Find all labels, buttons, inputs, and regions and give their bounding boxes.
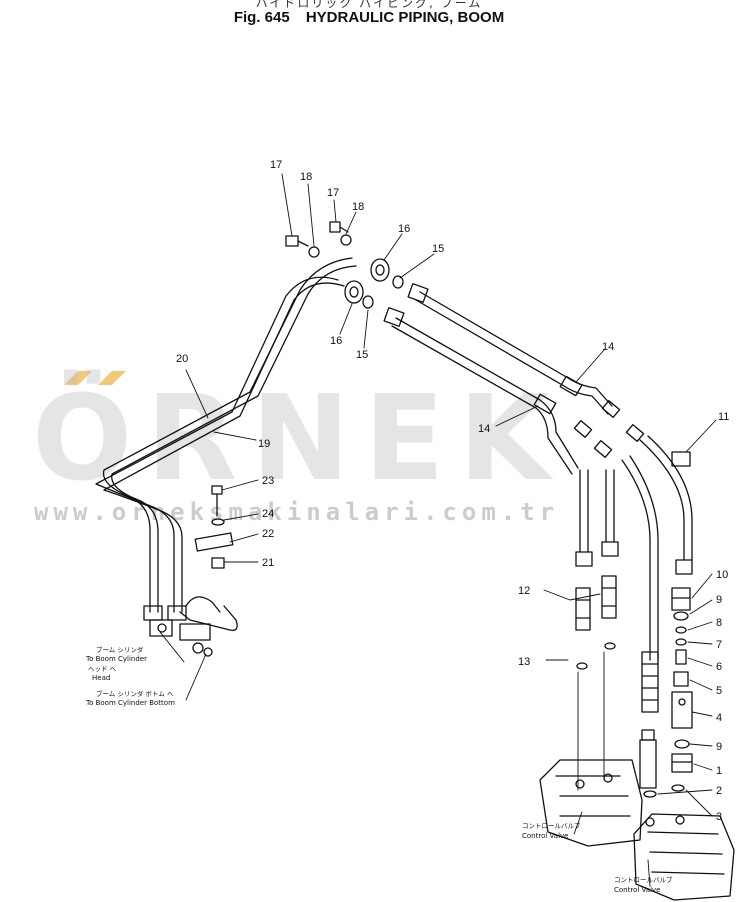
fitting-upper-a	[601, 400, 621, 418]
callout-14a: 14	[602, 341, 614, 353]
flange-16-upper	[370, 258, 390, 282]
fitting-upper-c	[593, 440, 613, 458]
callout-17a: 17	[270, 159, 282, 171]
callout-17b: 17	[327, 187, 339, 199]
flange-block-lower	[383, 307, 405, 327]
figure-number: Fig. 645	[233, 9, 290, 26]
title-japanese: ハイドロリック パイピング, ブーム	[255, 0, 483, 10]
clamp-22	[194, 532, 234, 552]
callout-9b: 9	[716, 741, 722, 753]
control-valve-lower	[633, 813, 735, 901]
label-boom-head-jp: ブーム シリンダ	[96, 645, 144, 654]
callout-15b: 15	[356, 349, 368, 361]
watermark-accent-icon	[64, 371, 126, 385]
o-ring-15-upper	[392, 275, 404, 289]
label-boom-bottom-jp: ブーム シリンダ ボトム へ	[96, 689, 174, 698]
part-3-o-ring	[671, 784, 685, 792]
callout-21: 21	[262, 557, 274, 569]
label-head-en: Head	[92, 674, 110, 682]
hose-end-mid	[601, 541, 619, 557]
watermark-brand: ÖRNEK	[32, 369, 564, 507]
label-control-valve-2-en: Control Valve	[614, 886, 660, 894]
fitting-14-upper	[559, 375, 583, 397]
label-control-valve-1-en: Control Valve	[522, 832, 568, 840]
label-control-valve-2-jp: コントロールバルブ	[614, 875, 673, 884]
part-6-spring	[675, 649, 687, 665]
callout-1: 1	[716, 765, 722, 777]
fitting-upper-b	[573, 420, 593, 438]
o-ring-13-right	[604, 642, 616, 650]
callout-15a: 15	[432, 243, 444, 255]
callout-5: 5	[716, 685, 722, 697]
fitting-upper-d	[625, 424, 645, 442]
callout-numbers: 17 18 17 18 16 15 16 15 20 19 14 14 11 2…	[176, 159, 729, 823]
label-head-jp: ヘッド へ	[88, 665, 117, 673]
adapter-12-right	[601, 575, 617, 619]
bolt-17-right	[329, 221, 349, 233]
callout-9a: 9	[716, 594, 722, 606]
fitting-14-lower	[533, 393, 557, 415]
bolt-17-left	[285, 235, 309, 247]
hose-clamp-11	[671, 451, 691, 467]
figure-title: Fig. 645 HYDRAULIC PIPING, BOOM	[0, 9, 738, 26]
label-boom-head-en: To Boom Cylinder	[85, 655, 147, 663]
callout-7: 7	[716, 639, 722, 651]
text-labels: ブーム シリンダ To Boom Cylinder ヘッド へ Head ブーム…	[85, 645, 673, 894]
callout-22: 22	[262, 528, 274, 540]
o-ring-15-lower	[362, 295, 374, 309]
vertical-pipes	[579, 435, 693, 661]
part-9-o-ring-lower	[674, 739, 690, 749]
callout-18b: 18	[352, 201, 364, 213]
boom-cylinder-fittings	[143, 596, 238, 657]
nut-21	[211, 557, 225, 569]
callout-19: 19	[258, 438, 270, 450]
watermark-url: www.orneksmakinalari.com.tr	[34, 498, 560, 526]
callout-16b: 16	[330, 335, 342, 347]
callout-14b: 14	[478, 423, 490, 435]
part-1-plug	[671, 753, 693, 773]
callout-20: 20	[176, 353, 188, 365]
callout-4: 4	[716, 712, 722, 724]
hose-end-right	[675, 559, 693, 575]
callout-2: 2	[716, 785, 722, 797]
callout-8: 8	[716, 617, 722, 629]
callout-10: 10	[716, 569, 728, 581]
leader-lines	[159, 173, 717, 887]
part-9-o-ring-upper	[673, 611, 689, 621]
callout-16a: 16	[398, 223, 410, 235]
callout-12: 12	[518, 585, 530, 597]
callout-13: 13	[518, 656, 530, 668]
label-boom-bottom-en: To Boom Cylinder Bottom	[85, 699, 175, 707]
part-10-fitting	[671, 587, 691, 611]
bolt-23	[211, 485, 223, 517]
callout-24: 24	[262, 508, 274, 520]
boom-pipe-20	[95, 257, 357, 613]
label-control-valve-1-jp: コントロールバルブ	[522, 821, 581, 830]
callout-3: 3	[716, 811, 722, 823]
hose-end-left	[575, 551, 593, 567]
control-valve-upper	[539, 759, 643, 847]
flange-block-upper	[407, 283, 429, 303]
part-4-body	[671, 691, 693, 729]
callout-18a: 18	[300, 171, 312, 183]
flange-16-lower	[344, 280, 364, 304]
callout-6: 6	[716, 661, 722, 673]
adapter-12-left	[575, 587, 591, 631]
washer-18-right	[340, 234, 352, 246]
part-5-valve	[673, 671, 689, 687]
part-8-ring	[675, 626, 687, 634]
callout-23: 23	[262, 475, 274, 487]
connector-long	[639, 651, 659, 789]
washer-24	[211, 518, 225, 526]
washer-18-left	[308, 246, 320, 258]
callout-11: 11	[718, 411, 729, 423]
figure-caption: HYDRAULIC PIPING, BOOM	[305, 9, 505, 26]
part-2-o-ring	[643, 790, 657, 798]
o-ring-13-left	[576, 662, 588, 670]
part-7-ring	[675, 638, 687, 646]
